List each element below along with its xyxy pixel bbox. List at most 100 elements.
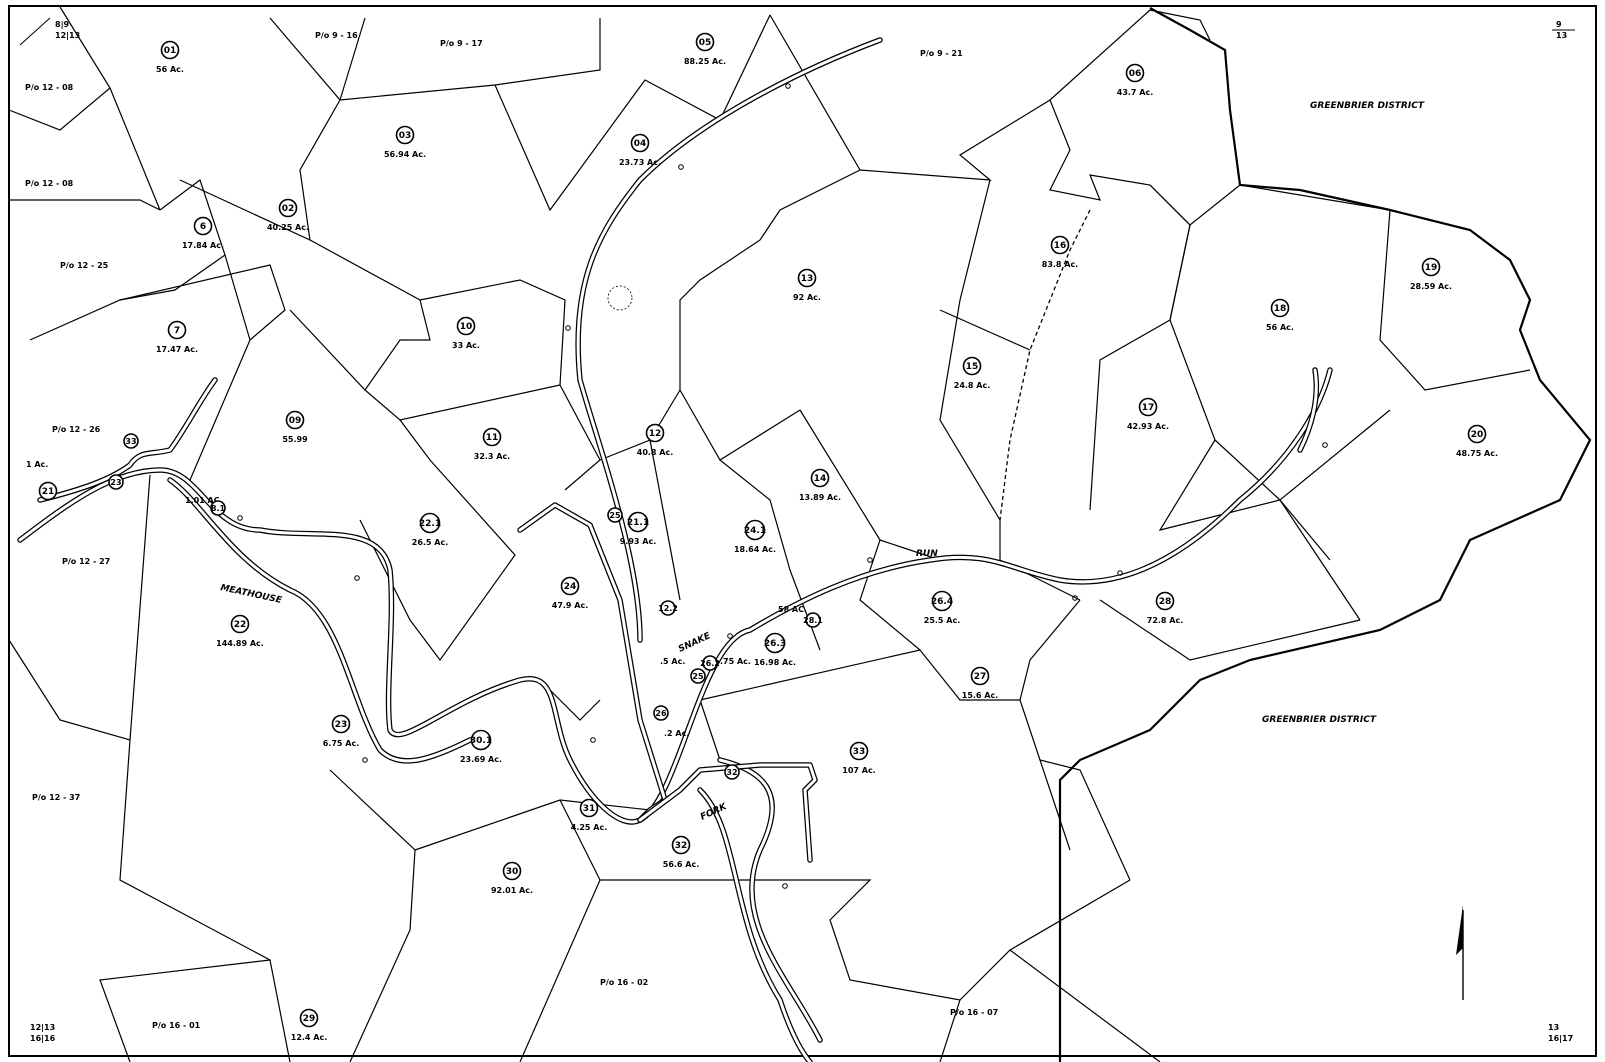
corner-ref: 13 (1548, 1023, 1559, 1032)
parcel-number-circle (482, 427, 502, 447)
parcel-number-circle (579, 798, 599, 818)
parcel-acreage: 23.73 Ac. (619, 158, 661, 167)
parcel-number: 02 (282, 204, 295, 214)
parcel-number-circle (849, 741, 869, 761)
parcel-number: 10 (460, 322, 473, 332)
parcel-label: 24.118.64 Ac. (734, 519, 776, 554)
parcel-number-circle (627, 511, 649, 533)
subparcel-number: 8.1 (211, 504, 226, 513)
corner-ref: 13 (1556, 31, 1567, 40)
small-acre-label: 1.01 AC. (185, 496, 223, 505)
subparcel-number: 33 (125, 437, 136, 446)
subparcel-markers: 25 26 28.1 12.2 25 26.2 8.1 32 23 33 (108, 433, 823, 780)
parcel-label: 617.84 Ac. (182, 216, 224, 250)
corner-ref: 8|9 (55, 20, 69, 29)
parcel-number-circle (764, 632, 786, 654)
parcel-acreage: 32.3 Ac. (474, 452, 511, 461)
parcel-number-circle (810, 468, 830, 488)
parcel-number-circle (331, 714, 351, 734)
parcel-number-circle (970, 666, 990, 686)
parcel-number-circle (1467, 424, 1487, 444)
parcel-number: 6 (200, 222, 206, 232)
parcel-acreage: 47.9 Ac. (552, 601, 589, 610)
parcel-number: 33 (853, 747, 866, 757)
waterway-label: SNAKE (677, 631, 713, 655)
parcel-acreage: 40.25 Ac. (267, 223, 309, 232)
subparcel-number: 25 (692, 672, 704, 681)
ref-labels: P/o 9 - 16 P/o 9 - 17 P/o 9 - 21 P/o 12 … (25, 31, 998, 1030)
parcel-label: 236.75 Ac. (323, 714, 359, 748)
ref-label: P/o 12 - 37 (32, 793, 80, 802)
parcel-acreage: 26.5 Ac. (412, 538, 449, 547)
parcel-number-circle (167, 320, 187, 340)
ref-label: P/o 9 - 17 (440, 39, 483, 48)
subparcel-number: 32 (726, 768, 737, 777)
parcel-number-circle (931, 590, 953, 612)
parcel-number-circle (645, 423, 665, 443)
ref-label: P/o 12 - 08 (25, 179, 74, 188)
parcel-acreage: 23.69 Ac. (460, 755, 502, 764)
parcel-acreage: 40.8 Ac. (637, 448, 674, 457)
parcel-acreage: 17.47 Ac. (156, 345, 198, 354)
parcel-acreage: 55.99 (282, 435, 308, 444)
parcel-number: 28 (1159, 597, 1172, 607)
parcel-label: 24 47.9 Ac. (552, 576, 589, 610)
parcel-acreage: 48.75 Ac. (1456, 449, 1498, 458)
ref-label: P/o 12 - 25 (60, 261, 109, 270)
parcel-number: 30 (506, 867, 519, 877)
parcel-number-circle (1270, 298, 1290, 318)
ref-label: P/o 16 - 07 (950, 1008, 998, 1017)
parcel-number: 22 (234, 620, 247, 630)
parcel-acreage: 43.7 Ac. (1117, 88, 1154, 97)
corner-ref: 16|16 (30, 1034, 56, 1043)
parcel-number-circle (1138, 397, 1158, 417)
parcel-number: 17 (1142, 403, 1155, 413)
parcel-number-circle (278, 198, 298, 218)
parcel-number: 01 (164, 46, 177, 56)
ref-label: P/o 16 - 02 (600, 978, 648, 987)
corner-ref: 16|17 (1548, 1034, 1573, 1043)
parcel-number: 14 (814, 474, 827, 484)
corner-ref: 12|13 (30, 1023, 55, 1032)
parcel-number-circle (1421, 257, 1441, 277)
streams-and-roads (17, 37, 1333, 1062)
parcel-number: 32 (675, 841, 688, 851)
subparcel-number: 26 (655, 709, 667, 718)
parcel-number-circle (502, 861, 522, 881)
parcel-boundaries (8, 6, 1531, 1062)
ref-label: P/o 12 - 08 (25, 83, 74, 92)
parcel-number: 16 (1054, 241, 1067, 251)
district-boundary (1058, 7, 1592, 1062)
parcel-number-circle (1050, 235, 1070, 255)
parcel-number: 24 (564, 582, 577, 592)
parcel-acreage: 16.98 Ac. (754, 658, 796, 667)
parcel-number: 11 (486, 433, 499, 443)
subparcel-number: 23 (110, 478, 121, 487)
parcel-acreage: 25.5 Ac. (924, 616, 961, 625)
parcel-acreage: 4.25 Ac. (571, 823, 608, 832)
parcel-number: 29 (303, 1014, 316, 1024)
parcel-number: 22.1 (419, 519, 441, 529)
parcel-label: 16 83.8 Ac. (1042, 235, 1079, 269)
parcel-number-circle (962, 356, 982, 376)
waterway-label: RUN (916, 549, 938, 559)
parcel-number-circle (419, 512, 441, 534)
parcel-acreage: 83.8 Ac. (1042, 260, 1079, 269)
